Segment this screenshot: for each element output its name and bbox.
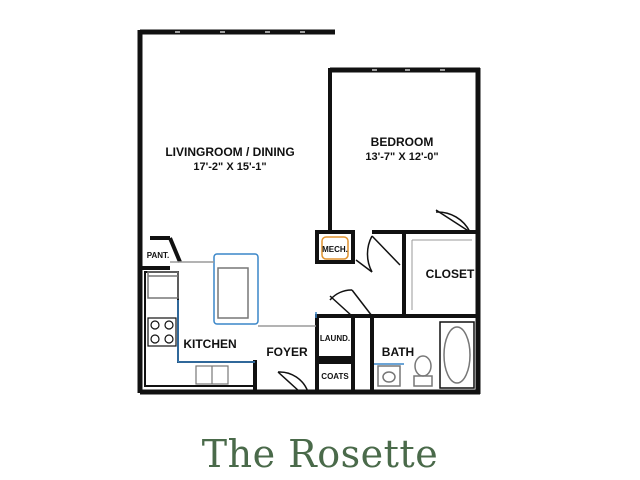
coats-label: COATS: [321, 372, 349, 381]
mech-label: MECH.: [322, 245, 348, 254]
kitchen-sink: [195, 365, 229, 385]
mech-unit: [321, 236, 349, 260]
closet-label: CLOSET: [426, 267, 475, 281]
refrigerator: [147, 271, 179, 299]
bathtub: [439, 321, 475, 389]
bath-vanity: [374, 363, 404, 387]
interior-walls: [140, 68, 478, 394]
plan-title: The Rosette: [201, 432, 439, 476]
kitchen-counters: [144, 271, 256, 387]
living-room-dims: 17'-2" X 15'-1": [193, 161, 266, 173]
stove: [147, 317, 177, 347]
bedroom-dims: 13'-7" X 12'-0": [365, 151, 438, 163]
pantry-label: PANT.: [147, 251, 170, 260]
doors: [277, 209, 471, 393]
laundry-label: LAUND.: [320, 334, 350, 343]
toilet: [413, 355, 433, 387]
windows: [175, 31, 445, 71]
foyer-label: FOYER: [266, 345, 308, 359]
kitchen-label: KITCHEN: [183, 337, 236, 351]
kitchen-blue-trim: [177, 300, 317, 363]
living-room-name: LIVINGROOM / DINING: [165, 145, 294, 159]
closet-shelf: [411, 239, 472, 310]
bedroom-name: BEDROOM: [371, 135, 434, 149]
bath-label: BATH: [382, 345, 414, 359]
kitchen-island: [170, 253, 316, 327]
